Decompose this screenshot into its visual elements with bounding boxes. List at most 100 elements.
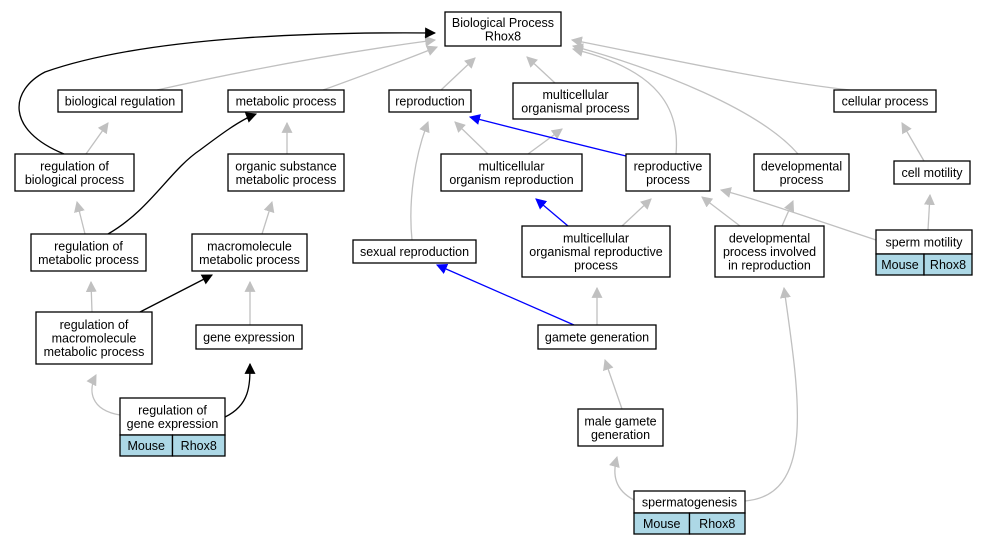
node-biological-regulation[interactable]: biological regulation bbox=[57, 89, 183, 113]
node-box bbox=[57, 89, 183, 113]
edge-is-a-regulation-of-metabolic-process-to-regulation-of-biological-process bbox=[74, 200, 86, 235]
node-label-line: process involved bbox=[723, 245, 816, 259]
node-sexual-reproduction[interactable]: sexual reproduction bbox=[352, 239, 477, 264]
annotation-species-label: Mouse bbox=[881, 258, 919, 272]
node-label-line: reproductive bbox=[634, 159, 703, 173]
edge-part-of-gamete-generation-to-sexual-reproduction bbox=[435, 263, 575, 326]
edge-part-of-reproductive-process-to-reproduction bbox=[468, 114, 627, 157]
node-label-line: cell motility bbox=[901, 166, 963, 180]
node-label-line: generation bbox=[591, 428, 650, 442]
edge-is-a-cell-motility-to-cellular-process bbox=[901, 122, 925, 162]
edge-is-a-multicellular-organism-reproduction-to-multicellular-organismal-process bbox=[527, 128, 563, 155]
edge-is-a-regulation-of-biological-process-to-biological-regulation bbox=[85, 122, 109, 155]
annotation-gene-label: Rhox8 bbox=[699, 517, 735, 531]
node-label-line: Rhox8 bbox=[485, 29, 521, 43]
edge-is-a-reproduction-to-root bbox=[440, 57, 476, 91]
node-box bbox=[714, 225, 825, 278]
node-label-line: multicellular bbox=[543, 88, 609, 102]
node-label-line: gene expression bbox=[203, 331, 295, 345]
node-label-line: macromolecule bbox=[207, 239, 292, 253]
node-label-line: metabolic process bbox=[236, 95, 337, 109]
annotation-gene-label: Rhox8 bbox=[930, 258, 966, 272]
annotation-gene-cell bbox=[923, 253, 973, 276]
node-label-line: biological process bbox=[25, 173, 124, 187]
edge-regulates-regulation-of-gene-expression-to-gene-expression bbox=[224, 362, 256, 418]
node-label-line: multicellular bbox=[563, 232, 629, 246]
node-label-line: gamete generation bbox=[545, 331, 649, 345]
node-metabolic-process[interactable]: metabolic process bbox=[227, 89, 345, 113]
edges-layer bbox=[18, 27, 935, 502]
node-box bbox=[537, 324, 657, 350]
node-box bbox=[875, 229, 973, 255]
node-label-line: gene expression bbox=[127, 417, 219, 431]
node-box bbox=[521, 225, 671, 278]
node-box bbox=[512, 82, 639, 120]
node-label-line: regulation of bbox=[54, 239, 123, 253]
node-label-line: in reproduction bbox=[728, 259, 811, 273]
node-label-line: biological regulation bbox=[65, 95, 176, 109]
node-label-line: metabolic process bbox=[44, 345, 145, 359]
edge-is-a-sperm-motility-to-cell-motility bbox=[923, 193, 935, 231]
node-box bbox=[30, 233, 147, 272]
node-label-line: organic substance bbox=[235, 159, 337, 173]
node-box bbox=[444, 11, 562, 47]
node-box bbox=[577, 408, 664, 447]
node-label-line: developmental bbox=[729, 232, 810, 246]
node-box bbox=[119, 397, 226, 436]
node-box bbox=[893, 160, 971, 185]
node-box bbox=[35, 311, 153, 365]
node-reproduction[interactable]: reproduction bbox=[388, 89, 472, 113]
node-box bbox=[753, 153, 850, 192]
edge-is-a-cellular-process-to-root bbox=[570, 36, 851, 91]
node-label-line: regulation of bbox=[60, 318, 129, 332]
node-label-line: organism reproduction bbox=[449, 173, 573, 187]
annotation-gene-label: Rhox8 bbox=[181, 439, 217, 453]
node-box bbox=[625, 153, 711, 192]
node-label-line: multicellular bbox=[479, 159, 545, 173]
edge-is-a-developmental-process-involved-in-reproduction-to-reproductive-process bbox=[701, 196, 741, 227]
node-label-line: metabolic process bbox=[236, 173, 337, 187]
node-label-line: male gamete bbox=[584, 414, 656, 428]
node-box bbox=[352, 239, 477, 264]
annotation-gene-cell bbox=[171, 434, 226, 457]
edge-is-a-spermatogenesis-to-male-gamete-generation bbox=[609, 455, 635, 501]
node-box bbox=[191, 233, 308, 272]
node-box bbox=[14, 153, 135, 192]
node-cell-motility[interactable]: cell motility bbox=[893, 160, 971, 185]
edge-is-a-sexual-reproduction-to-reproduction bbox=[410, 120, 430, 241]
edge-regulates-regulation-of-metabolic-process-to-metabolic-process bbox=[107, 112, 258, 235]
node-label-line: sperm motility bbox=[885, 236, 963, 250]
edge-is-a-multicellular-organismal-process-to-root bbox=[526, 56, 556, 84]
edge-is-a-multicellular-organismal-reproductive-process-to-reproductive-process bbox=[621, 198, 652, 227]
node-box bbox=[833, 89, 937, 113]
node-label-line: regulation of bbox=[40, 159, 109, 173]
edge-is-a-reproductive-process-to-root bbox=[571, 45, 678, 155]
node-label-line: spermatogenesis bbox=[642, 496, 737, 510]
node-label-line: reproduction bbox=[395, 95, 465, 109]
edge-is-a-developmental-process-to-root bbox=[571, 43, 799, 155]
node-label-line: metabolic process bbox=[38, 253, 139, 267]
node-gamete-generation[interactable]: gamete generation bbox=[537, 324, 657, 350]
node-cellular-process[interactable]: cellular process bbox=[833, 89, 937, 113]
node-label-line: process bbox=[646, 173, 690, 187]
node-box bbox=[440, 153, 583, 192]
node-gene-expression[interactable]: gene expression bbox=[195, 324, 303, 350]
